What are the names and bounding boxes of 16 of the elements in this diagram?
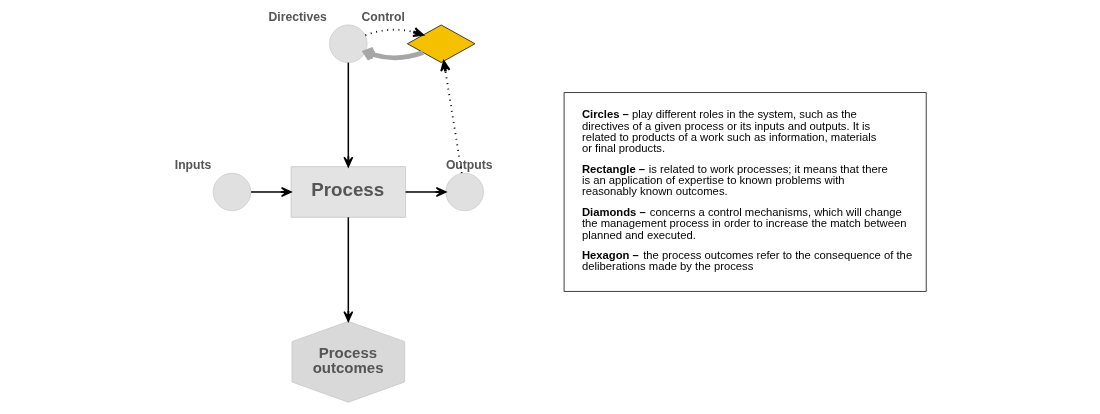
node-circle	[212, 172, 251, 212]
arrow	[249, 187, 292, 197]
node-box: Process	[290, 166, 406, 218]
arrow	[363, 27, 424, 38]
node-label: Outputs	[445, 157, 493, 172]
arrow	[439, 60, 463, 174]
node-label: Directives	[268, 9, 327, 24]
arrow	[342, 216, 353, 322]
arrow	[342, 61, 353, 168]
node-circle	[444, 172, 484, 212]
arrow	[404, 187, 446, 197]
node-label: Control	[360, 9, 405, 24]
node-circle	[328, 24, 368, 63]
arrow	[362, 47, 424, 62]
node-label: Inputs	[174, 157, 211, 172]
node-box: Circles – play different roles in the system, such as the directives of a given process or its inputs and outputs. It is related to products of a work such as information, materials or final products. Rectangle – is related to work processes; it means that there is an application of expertise to known problems with reasonably known outcomes. Diamonds – concerns a control mechanisms, which will change the management process in order to increase the match between planned and executed. Hexagon – the process outcomes refer to the consequence of the deliberations made by the process	[563, 92, 927, 292]
